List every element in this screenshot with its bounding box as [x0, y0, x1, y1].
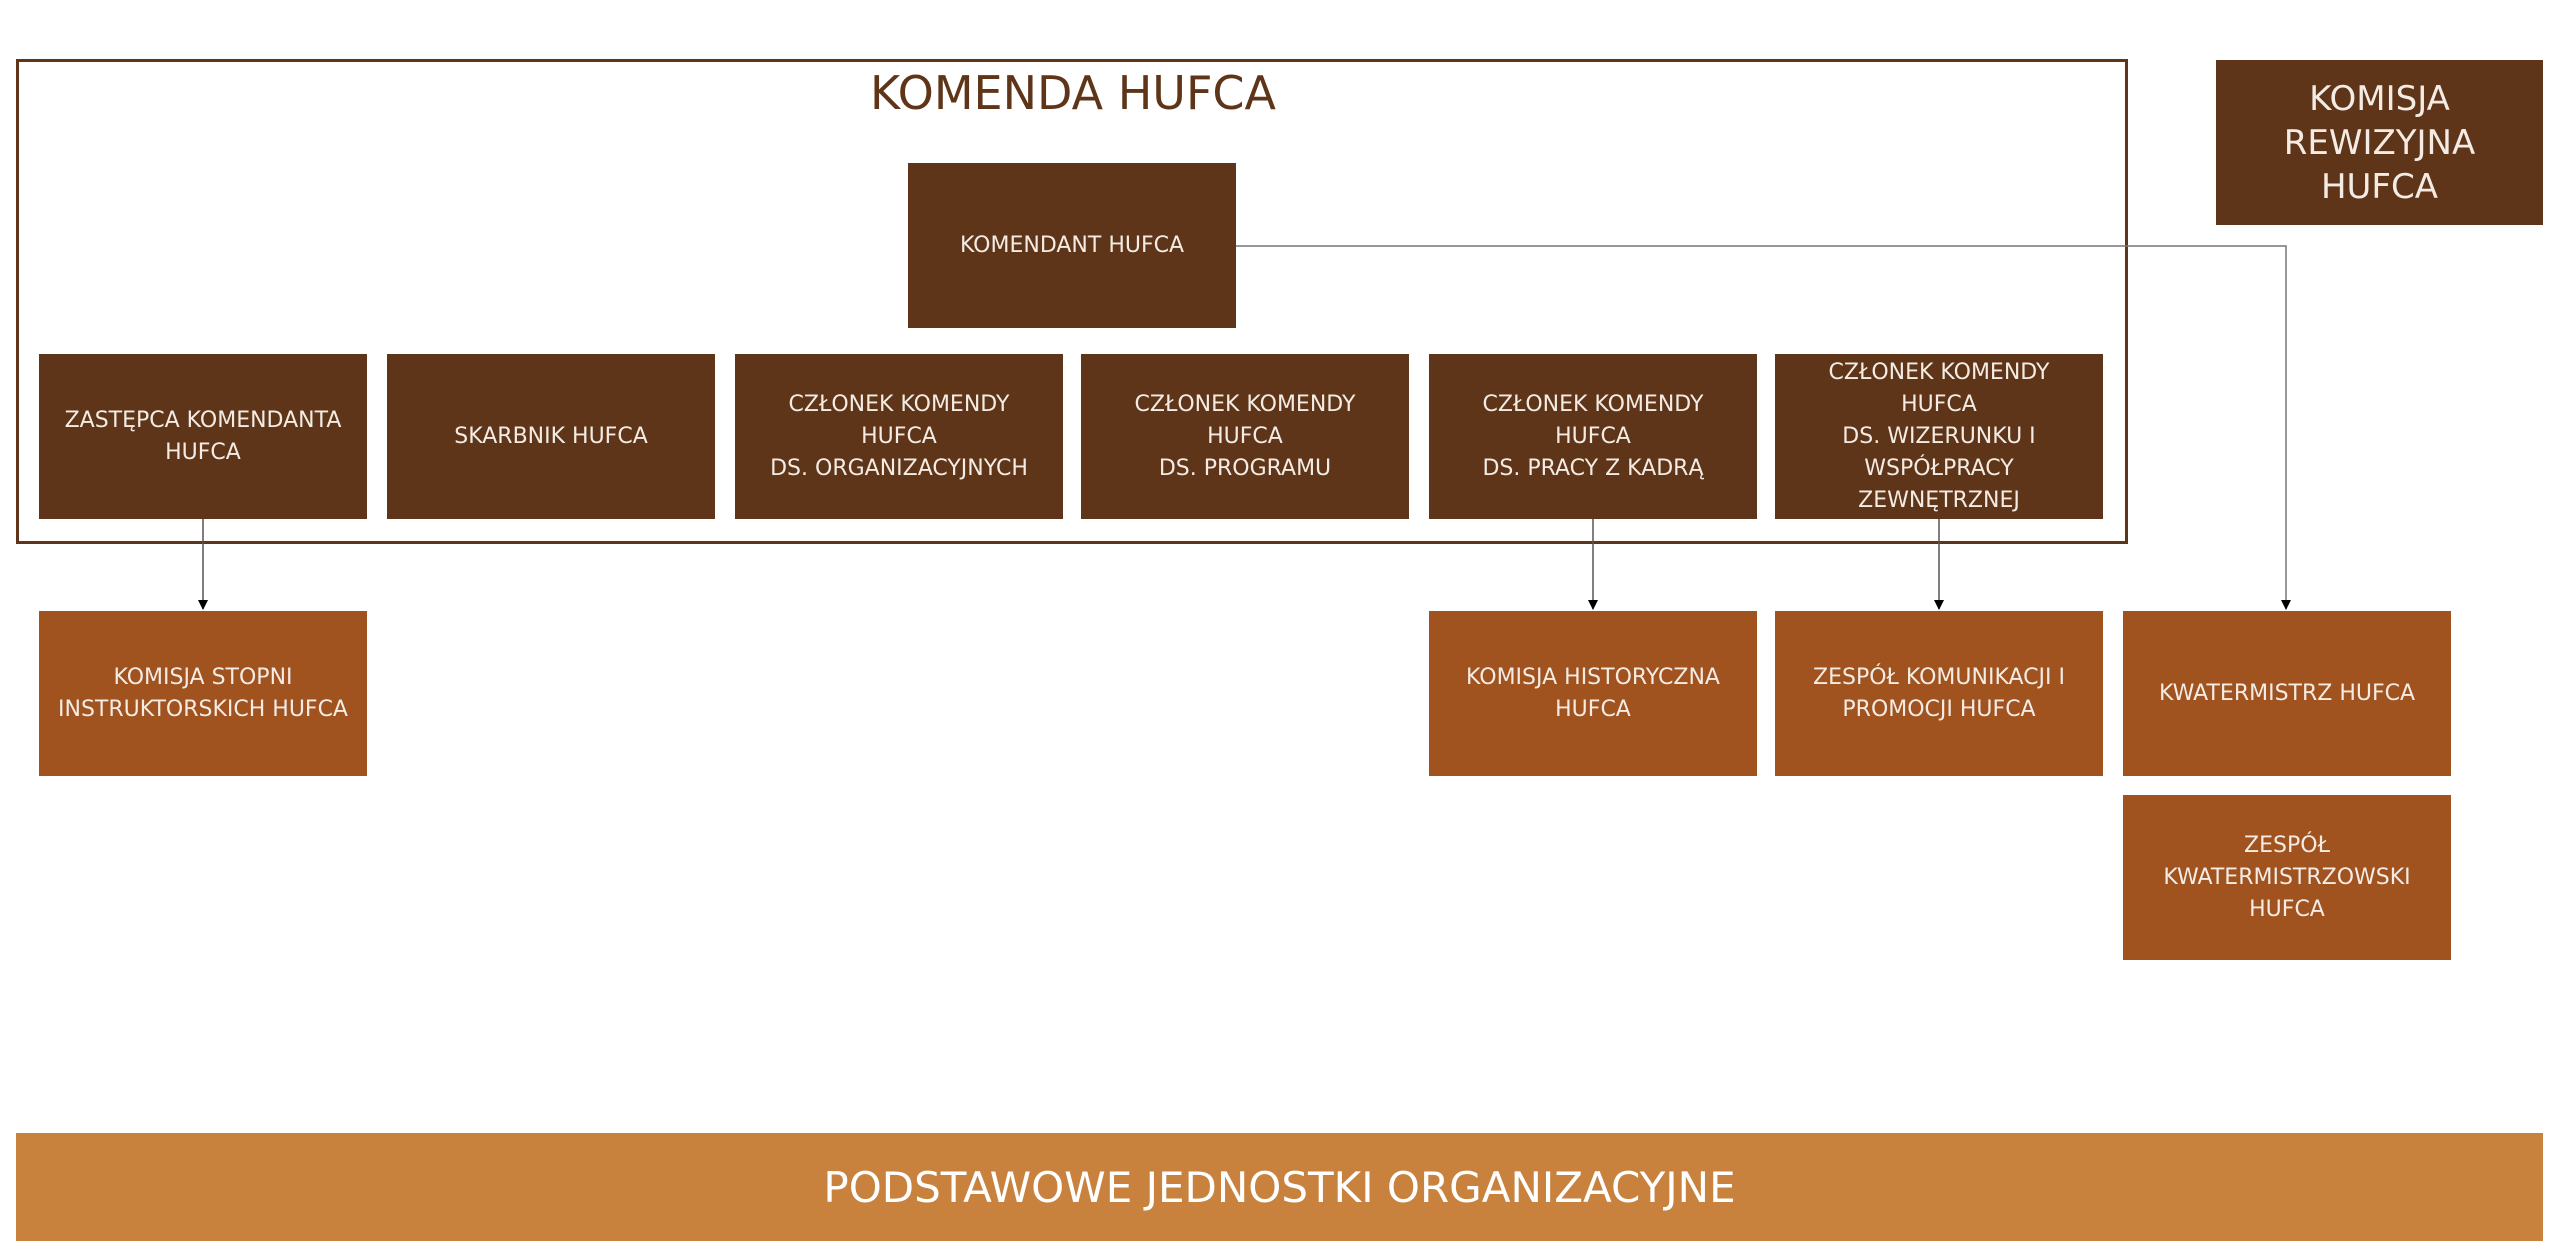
komisja-historyczna-box: KOMISJA HISTORYCZNA HUFCA: [1429, 611, 1757, 776]
zastepca-komendanta-box: ZASTĘPCA KOMENDANTA HUFCA: [39, 354, 367, 519]
skarbnik-box: SKARBNIK HUFCA: [387, 354, 715, 519]
czlonek-organizacyjne-box: CZŁONEK KOMENDY HUFCA DS. ORGANIZACYJNYC…: [735, 354, 1063, 519]
komenda-hufca-group: [16, 59, 2128, 544]
czlonek-wizerunek-box: CZŁONEK KOMENDY HUFCA DS. WIZERUNKU I WS…: [1775, 354, 2103, 519]
zespol-kwatermistrzowski-box: ZESPÓŁ KWATERMISTRZOWSKI HUFCA: [2123, 795, 2451, 960]
kwatermistrz-box: KWATERMISTRZ HUFCA: [2123, 611, 2451, 776]
czlonek-program-box: CZŁONEK KOMENDY HUFCA DS. PROGRAMU: [1081, 354, 1409, 519]
komenda-hufca-title: KOMENDA HUFCA: [869, 66, 1277, 120]
czlonek-kadra-box: CZŁONEK KOMENDY HUFCA DS. PRACY Z KADRĄ: [1429, 354, 1757, 519]
komisja-rewizyjna-box: KOMISJA REWIZYJNA HUFCA: [2216, 60, 2543, 225]
komisja-stopni-box: KOMISJA STOPNI INSTRUKTORSKICH HUFCA: [39, 611, 367, 776]
connector-komendant-kwatermistrz: [1236, 245, 2291, 610]
zespol-komunikacji-box: ZESPÓŁ KOMUNIKACJI I PROMOCJI HUFCA: [1775, 611, 2103, 776]
komendant-hufca-box: KOMENDANT HUFCA: [908, 163, 1236, 328]
podstawowe-jednostki-bar: PODSTAWOWE JEDNOSTKI ORGANIZACYJNE: [16, 1133, 2543, 1241]
